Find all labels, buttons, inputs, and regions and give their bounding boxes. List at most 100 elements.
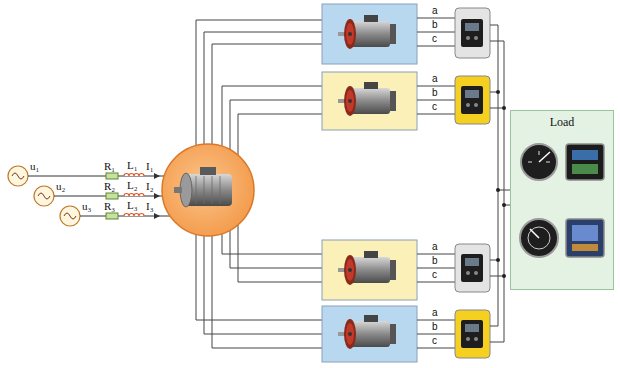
junction-dot xyxy=(496,188,500,192)
resistor-label: R₁ xyxy=(104,160,115,172)
inductor-label: L₂ xyxy=(127,179,138,191)
supply-wire xyxy=(28,176,170,216)
voltage-source xyxy=(34,186,54,206)
output-bus xyxy=(490,25,510,342)
motor-wire xyxy=(196,20,322,146)
current-arrow xyxy=(154,173,160,179)
phase-label: b xyxy=(432,321,438,333)
central-machine xyxy=(196,176,220,204)
current-arrow xyxy=(154,193,160,199)
converter-unit xyxy=(461,86,483,114)
phase-wire xyxy=(417,254,455,282)
junction-dot xyxy=(502,106,506,110)
phase-label: b xyxy=(432,255,438,267)
inductor-symbol xyxy=(124,194,144,197)
instrument-gauge xyxy=(572,164,598,174)
motor-wire xyxy=(196,234,322,320)
voltage-source xyxy=(60,206,80,226)
phase-label: b xyxy=(432,19,438,31)
phase-label: c xyxy=(432,335,437,347)
converter-box xyxy=(455,244,490,292)
output-bus xyxy=(498,190,510,205)
instrument-gauge xyxy=(520,144,604,257)
central-machine xyxy=(186,174,232,206)
source-label: u₁ xyxy=(30,160,39,172)
central-machine xyxy=(174,187,182,193)
inductor-symbol xyxy=(124,174,144,177)
instrument-gauge xyxy=(520,219,558,257)
junction-dot xyxy=(496,90,500,94)
motor-wire xyxy=(230,100,322,150)
output-bus xyxy=(490,326,504,342)
sine-symbol xyxy=(38,193,50,199)
phase-wire xyxy=(417,18,455,348)
motor-wire xyxy=(212,44,322,144)
instrument-gauge xyxy=(539,152,550,162)
phase-label: b xyxy=(432,87,438,99)
sine-symbol xyxy=(12,173,24,179)
converter-box xyxy=(455,310,490,358)
instrument-gauge xyxy=(572,225,598,241)
central-machine xyxy=(200,167,216,175)
junction-dot xyxy=(502,203,506,207)
converter-box xyxy=(455,8,490,58)
motor-picture xyxy=(338,15,396,349)
resistor-symbol xyxy=(106,193,118,199)
converter-unit xyxy=(461,19,483,47)
output-bus xyxy=(490,25,504,41)
motor-box xyxy=(322,72,417,130)
phase-wire xyxy=(417,320,455,348)
junction-dot xyxy=(496,258,500,262)
motor-wire xyxy=(238,114,322,155)
motor-wire xyxy=(212,236,322,348)
converter-box xyxy=(455,76,490,124)
instrument-gauge xyxy=(572,244,598,251)
phase-label: a xyxy=(432,307,438,319)
resistor-symbol xyxy=(106,173,118,219)
motor-box xyxy=(322,240,417,300)
load-panel-fill xyxy=(510,110,614,290)
junction-dot xyxy=(502,274,506,278)
instrument-gauge xyxy=(566,144,604,180)
motor-wire xyxy=(238,225,322,282)
instrument-gauge xyxy=(530,229,539,238)
instrument-gauge xyxy=(528,227,550,249)
junction-dot xyxy=(496,90,506,278)
inductor-symbol xyxy=(124,174,144,217)
sine-symbol xyxy=(64,213,76,219)
source-label: u₃ xyxy=(82,200,91,212)
current-label: I₂ xyxy=(146,180,154,192)
phase-label: a xyxy=(432,73,438,85)
instrument-gauge xyxy=(528,151,550,162)
current-label: I₁ xyxy=(146,160,154,172)
instrument-gauge xyxy=(566,219,604,257)
load-panel-fill xyxy=(510,110,614,290)
current-arrow xyxy=(154,173,160,219)
motor-box xyxy=(322,4,417,64)
current-label: I₃ xyxy=(146,200,154,212)
phase-label: c xyxy=(432,101,437,113)
current-arrow xyxy=(154,213,160,219)
resistor-label: R₂ xyxy=(104,180,115,192)
output-bus xyxy=(490,260,504,276)
converter-unit xyxy=(461,19,483,348)
phase-label: c xyxy=(432,269,437,281)
resistor-symbol xyxy=(106,173,118,179)
source-label: u₂ xyxy=(56,180,65,192)
inductor-label: L₃ xyxy=(127,199,138,211)
motor-wire xyxy=(204,236,322,334)
output-bus xyxy=(490,92,504,108)
motor-picture xyxy=(338,15,396,49)
motor-box xyxy=(322,306,417,362)
phase-wire xyxy=(417,86,455,114)
converter-unit xyxy=(461,320,483,348)
motor-wire xyxy=(222,234,322,254)
output-bus xyxy=(498,25,504,342)
phase-label: a xyxy=(432,241,438,253)
inductor-label: L₁ xyxy=(127,159,138,171)
phase-wire xyxy=(417,18,455,46)
central-machine xyxy=(162,144,254,236)
converter-box xyxy=(455,8,490,358)
instrument-gauge xyxy=(521,144,557,180)
